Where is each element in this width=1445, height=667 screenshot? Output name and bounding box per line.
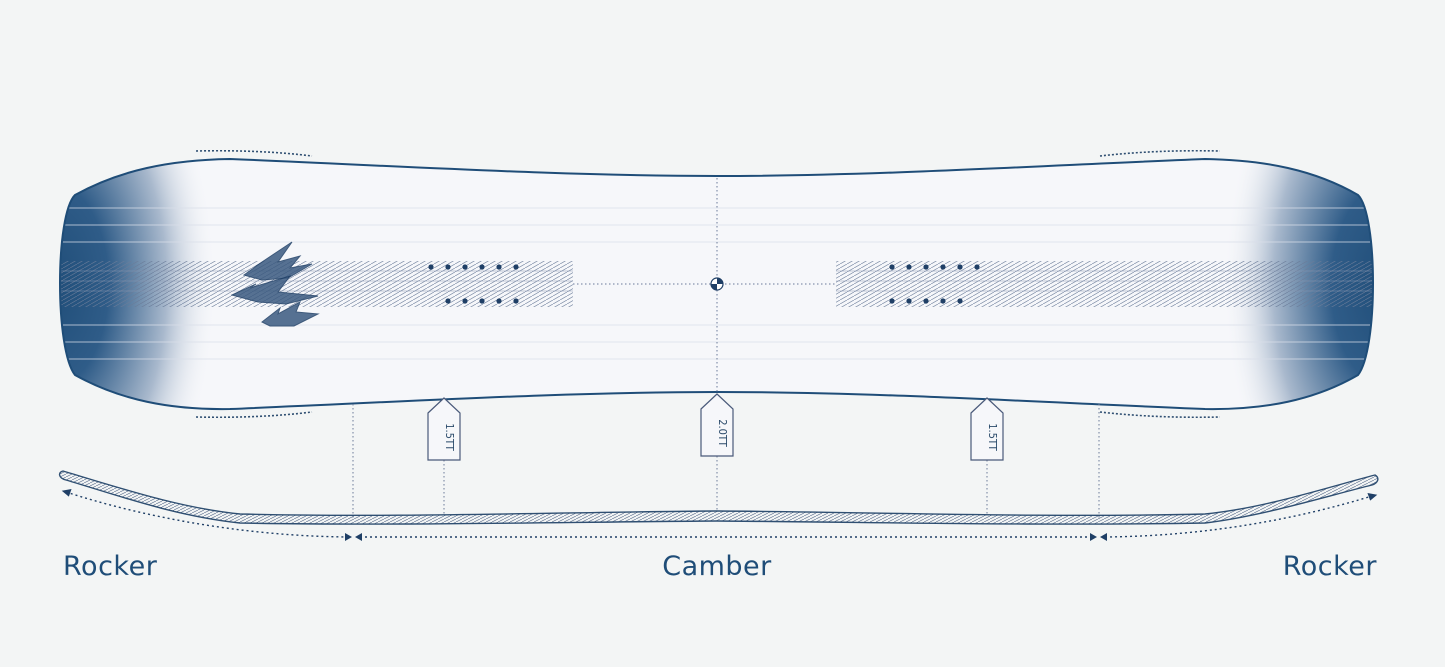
insert-holes-right (889, 264, 980, 304)
center-mark-icon (710, 277, 724, 291)
camber-tag-label: 2.0TT (716, 419, 729, 448)
camber-tag-left: 1.5TT (427, 397, 461, 461)
insert-holes (428, 264, 980, 304)
rocker-label-right: Rocker (1283, 551, 1378, 582)
insert-channel-left (60, 261, 573, 307)
jones-logo-icon (230, 241, 320, 327)
camber-tag-center: 2.0TT (700, 393, 734, 457)
drop-lines (352, 404, 1100, 520)
insert-holes-left (428, 264, 519, 304)
arrowheads (61, 488, 1378, 541)
camber-tag-label: 1.5TT (443, 423, 456, 452)
rocker-label-left: Rocker (63, 551, 158, 582)
profile-arrows (65, 491, 1373, 538)
board-side-profile (58, 470, 1379, 525)
camber-tag-label: 1.5TT (986, 423, 999, 452)
sidecut-dashes (195, 149, 1221, 419)
insert-channel-right (836, 261, 1373, 307)
camber-label: Camber (662, 551, 772, 582)
camber-tag-right: 1.5TT (970, 397, 1004, 461)
